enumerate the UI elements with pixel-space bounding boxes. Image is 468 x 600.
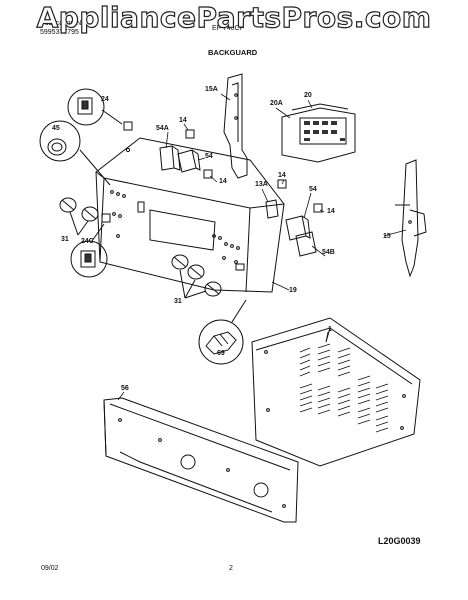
callout-54-upper: 54 <box>205 153 213 160</box>
callout-14-mid: 14 <box>219 178 227 185</box>
callout-54a: 54A <box>156 125 169 132</box>
diagram-code: L20G0039 <box>378 536 421 546</box>
left-end-bracket <box>223 73 248 179</box>
switch-detail-24c <box>70 213 111 278</box>
switch-detail-24 <box>67 88 133 131</box>
bottom-plate <box>103 397 299 523</box>
callout-13a: 13A <box>255 181 268 188</box>
clip-detail-69 <box>198 299 247 365</box>
knobs-lower <box>171 254 222 299</box>
indicator-detail-45 <box>39 120 111 186</box>
switches-upper <box>159 129 213 179</box>
callout-14-right: 14 <box>278 172 286 179</box>
callout-1: 1 <box>328 326 332 333</box>
callout-14-top: 14 <box>179 117 187 124</box>
model-number: EF 740CF <box>212 25 244 32</box>
rear-panel <box>251 317 421 467</box>
switches-lower <box>235 179 323 271</box>
callout-15a: 15A <box>205 86 218 93</box>
right-end-bracket <box>395 159 427 278</box>
callout-24c: 24C <box>81 238 94 245</box>
publication-number: 5995377795 <box>40 29 79 36</box>
publication-label: Publication No. <box>40 20 88 27</box>
section-title: BACKGUARD <box>208 48 258 57</box>
callout-31-left: 31 <box>61 236 69 243</box>
leader-lines <box>117 93 407 401</box>
callout-31-lower: 31 <box>174 298 182 305</box>
callout-20: 20 <box>304 92 312 99</box>
callout-14-far-right: 14 <box>327 208 335 215</box>
callout-20a: 20A <box>270 100 283 107</box>
footer-date: 09/02 <box>41 565 59 572</box>
callout-19: 19 <box>289 287 297 294</box>
callout-56: 56 <box>121 385 129 392</box>
callout-45: 45 <box>52 125 60 132</box>
page-number: 2 <box>229 565 233 572</box>
callout-24: 24 <box>101 96 109 103</box>
watermark: AppliancePartsPros.com <box>36 0 432 34</box>
callout-54-lower: 54 <box>309 186 317 193</box>
clock-board <box>281 103 356 163</box>
knobs-left <box>59 197 99 236</box>
callout-15: 15 <box>383 233 391 240</box>
callout-54b: 54B <box>322 249 335 256</box>
backguard-panel <box>95 137 285 293</box>
callout-69: 69 <box>217 350 225 357</box>
